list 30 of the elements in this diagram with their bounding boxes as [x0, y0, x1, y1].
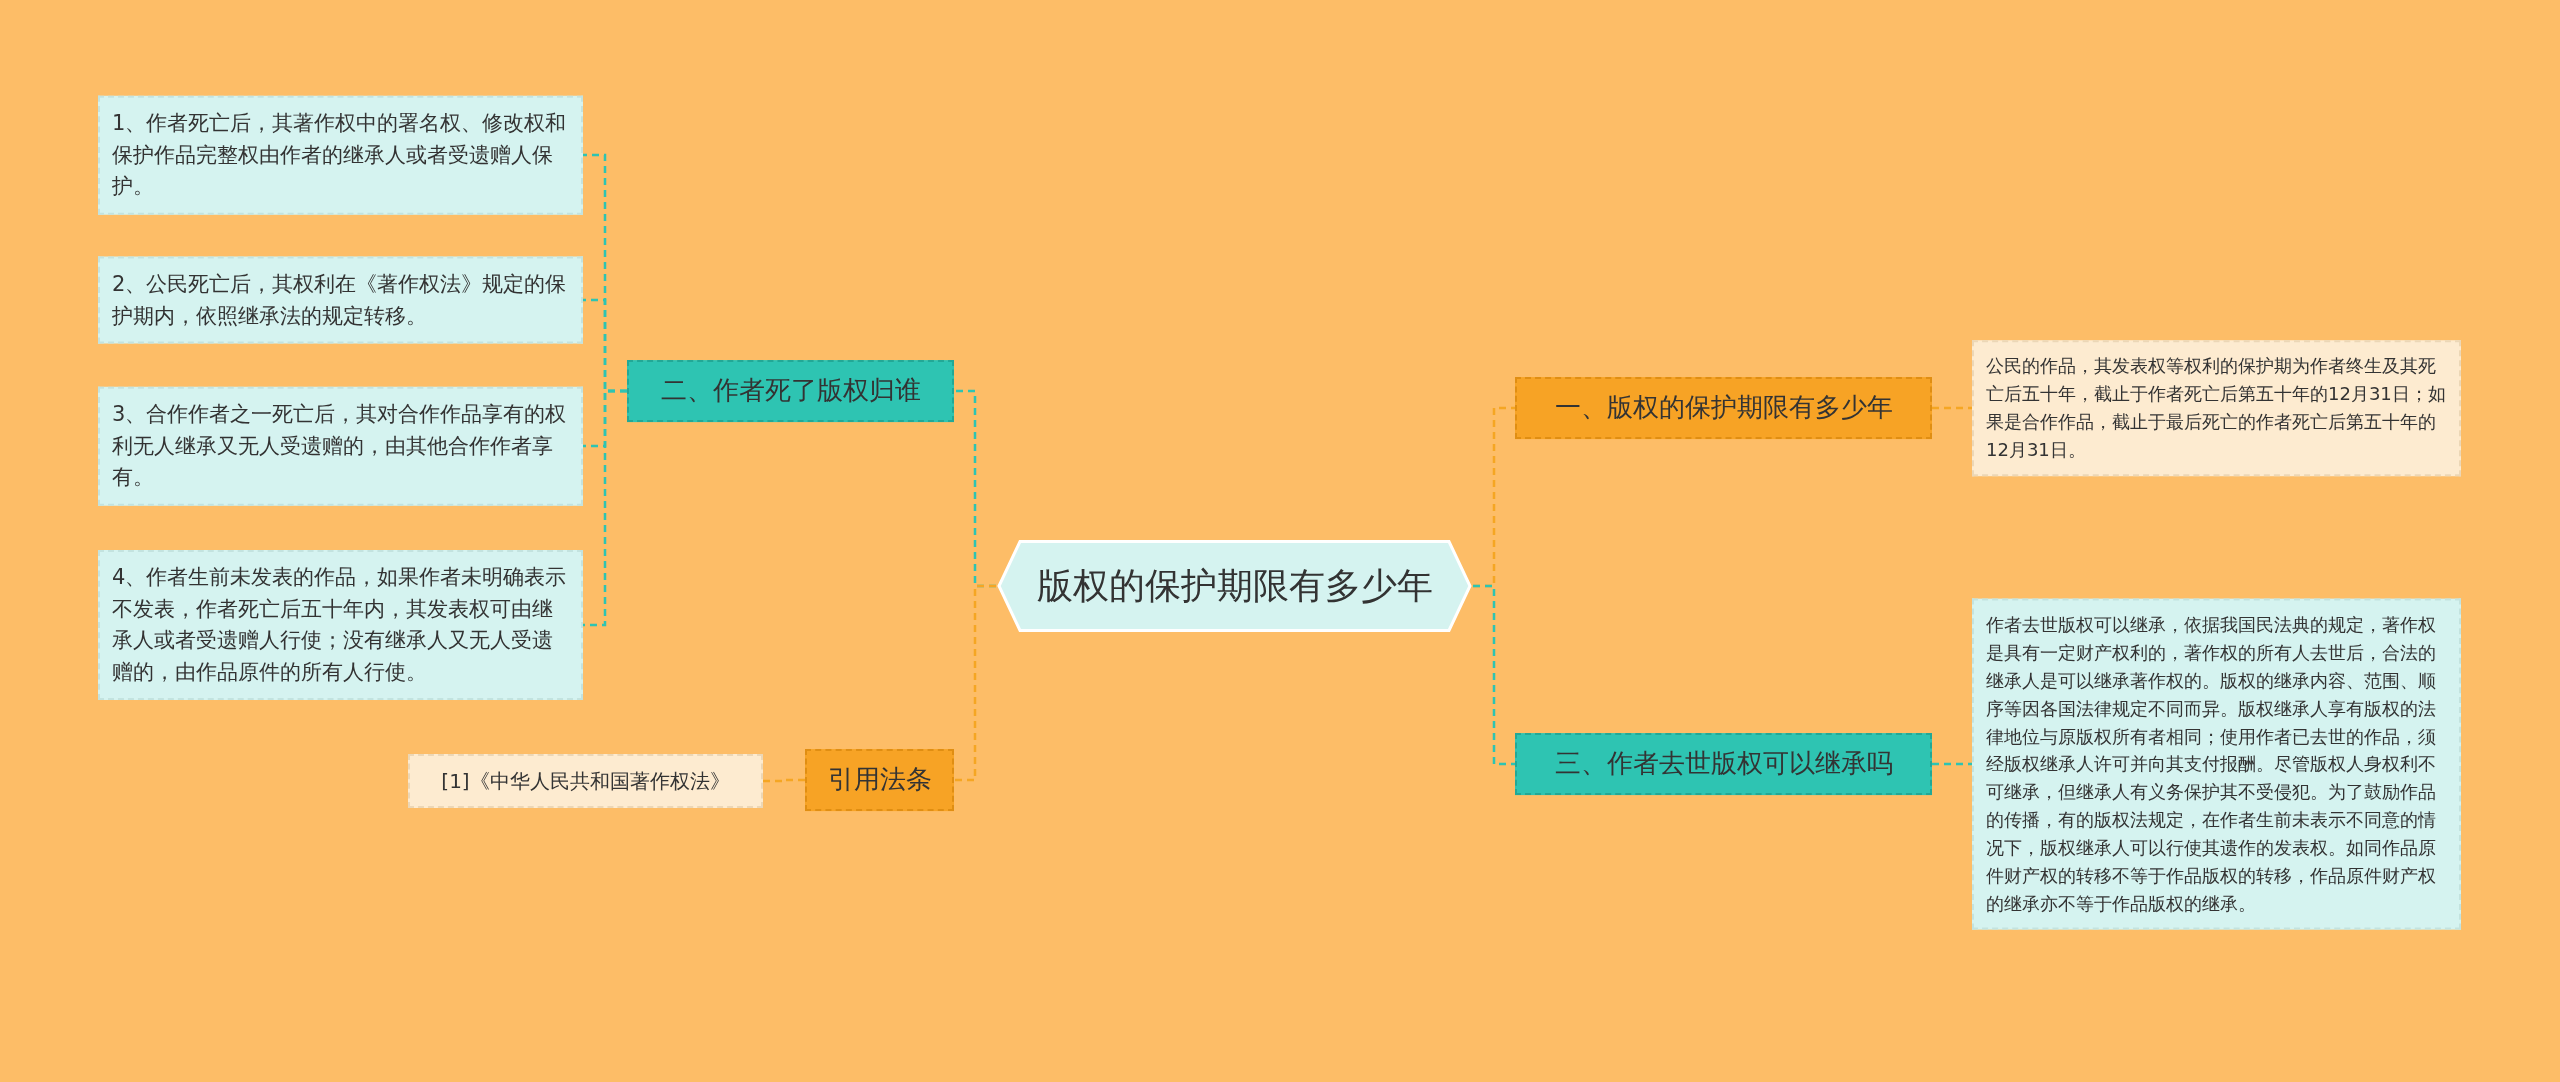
- note-box: [1972, 340, 2461, 476]
- note-box: [98, 256, 583, 344]
- connector-line: [1932, 762, 1972, 766]
- note-text: 1、作者死亡后，其著作权中的署名权、修改权和保护作品完整权由作者的继承人或者受遗赠人保护。: [112, 109, 568, 200]
- connector-line: [1932, 406, 1972, 410]
- note-box: [98, 95, 583, 215]
- branch-box: [627, 360, 954, 422]
- branch-text: 引用法条: [826, 763, 933, 797]
- note-text: 公民的作品，其发表权等权利的保护期为作者终生及其死亡后五十年，截止于作者死亡后第五十年的12月31日；如果是合作作品，截止于最后死亡的作者死亡后第五十年的12月31日。: [1986, 354, 2447, 462]
- note-text: 2、公民死亡后，其权利在《著作权法》规定的保护期内，依照继承法的规定转移。: [112, 270, 568, 329]
- central-topic-text: 版权的保护期限有多少年: [1036, 563, 1433, 608]
- branch-text: 一、版权的保护期限有多少年: [1553, 391, 1894, 425]
- note-text: 3、合作作者之一死亡后，其对合作作品享有的权利无人继承又无人受遗赠的，由其他合作作者享有。: [112, 400, 568, 491]
- note-text: 4、作者生前未发表的作品，如果作者未明确表示不发表，作者死亡后五十年内，其发表权可由继承人或者受遗赠人行使；没有继承人又无人受遗赠的，由作品原件的所有人行使。: [112, 564, 568, 686]
- connector-line: [1473, 584, 1515, 766]
- connector-line: [954, 584, 996, 782]
- branch-text: 二、作者死了版权归谁: [659, 374, 922, 408]
- branch-box: [805, 749, 954, 811]
- connector-line: [763, 778, 805, 783]
- connector-line: [583, 389, 627, 627]
- citation-box: [408, 754, 763, 808]
- branch-text: 三、作者去世版权可以继承吗: [1553, 747, 1894, 781]
- branch-box: [1515, 733, 1932, 795]
- citation-text: [1]《中华人民共和国著作权法》: [440, 768, 731, 794]
- note-box: [1972, 598, 2461, 930]
- branch-box: [1515, 377, 1932, 439]
- note-box: [98, 550, 583, 700]
- central-topic-hexagon: [996, 538, 1473, 634]
- note-box: [98, 386, 583, 506]
- note-text: 作者去世版权可以继承，依据我国民法典的规定，著作权是具有一定财产权利的，著作权的所有人去世后，合法的继承人是可以继承著作权的。版权的继承内容、范围、顺序等因各国法律规定不同而异。版权继承人享有版权的法律地位与原版权所有者相同；使用作者已去世的作品，须经版权继承人许可并向其支付报酬。尽管版权人身权利不可继承，但继承人有义务保护其不受侵犯。为了鼓励作品的传播，有的版权法规定，在作者生前未表示不同意的情况下，版权继承人可以行使其遗作的发表权。如同作品原件财产权的转移不等于作品版权的转移，作品原件财产权的继承亦不等于作品版权的继承。: [1986, 612, 2437, 916]
